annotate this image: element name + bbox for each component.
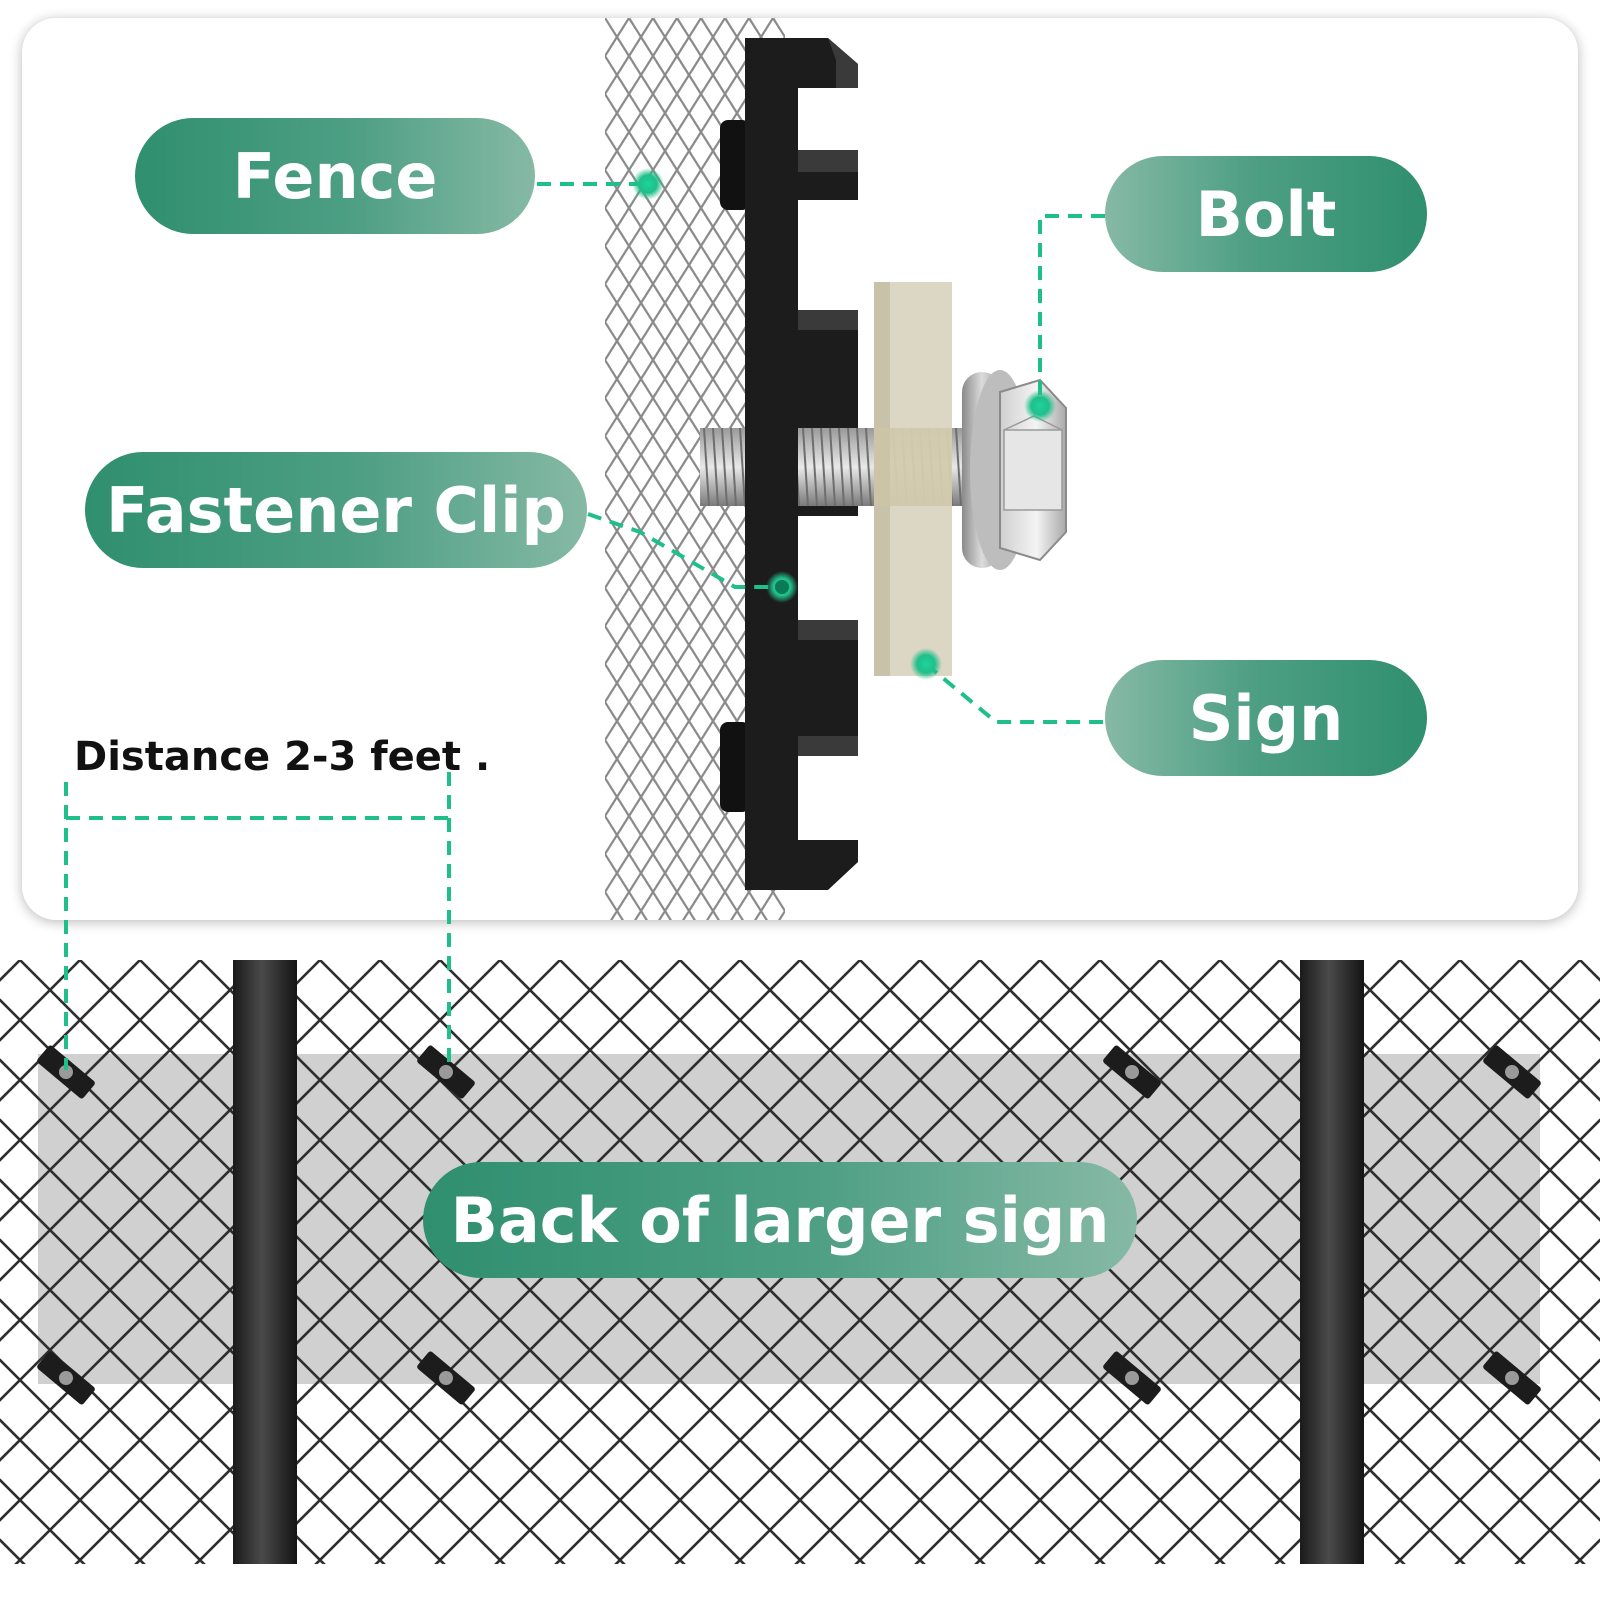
bolt-label: Bolt [1105, 156, 1427, 272]
sign-fastener-clips [37, 1045, 1541, 1405]
sign-edge [874, 282, 952, 676]
distance-dimension [64, 772, 451, 1070]
sign-clip-marker [37, 1351, 95, 1405]
mesh-wire [663, 18, 679, 920]
mesh-wire [605, 18, 619, 920]
sign-clip-marker [37, 1045, 95, 1099]
sign-label-text: Sign [1188, 681, 1344, 755]
distance-label: Distance 2-3 feet . [74, 734, 491, 780]
callout-clip-line [587, 512, 782, 589]
bolt-label-text: Bolt [1195, 177, 1337, 251]
fence-label-text: Fence [232, 139, 438, 213]
back-of-sign-label-text: Back of larger sign [450, 1183, 1110, 1257]
fence-post-left [233, 960, 297, 1564]
sign-clip-marker [1483, 1045, 1541, 1099]
fence-label: Fence [135, 118, 535, 234]
callout-bolt-line [1038, 214, 1105, 406]
sign-clip-marker [1483, 1351, 1541, 1405]
sign-clip-marker [417, 1045, 475, 1099]
fence-post-right [1300, 960, 1364, 1564]
fastener-clip-label-text: Fastener Clip [106, 473, 566, 547]
mesh-wire [687, 18, 703, 920]
sign-clip-marker [1103, 1351, 1161, 1405]
mesh-wire [615, 18, 631, 920]
callout-dot-fence [632, 168, 664, 200]
fastener-clip-body [745, 330, 798, 620]
back-of-sign-label: Back of larger sign [423, 1162, 1137, 1278]
fastener-clip-label: Fastener Clip [85, 452, 587, 568]
mesh-wire [651, 18, 667, 920]
mesh-wire [675, 18, 691, 920]
sign-clip-marker [1103, 1045, 1161, 1099]
bolt-head [962, 370, 1067, 570]
mesh-wire [627, 18, 643, 920]
callout-lines [537, 182, 1105, 724]
mesh-wire [639, 18, 655, 920]
callout-dot-sign [910, 648, 942, 680]
callout-sign-line [924, 662, 1105, 724]
sign-label: Sign [1105, 660, 1427, 776]
sign-clip-marker [417, 1351, 475, 1405]
callout-dots [632, 168, 1056, 680]
fence-scene [0, 960, 1600, 1564]
callout-dot-bolt [1024, 390, 1056, 422]
chain-link-wires [0, 960, 1600, 1564]
